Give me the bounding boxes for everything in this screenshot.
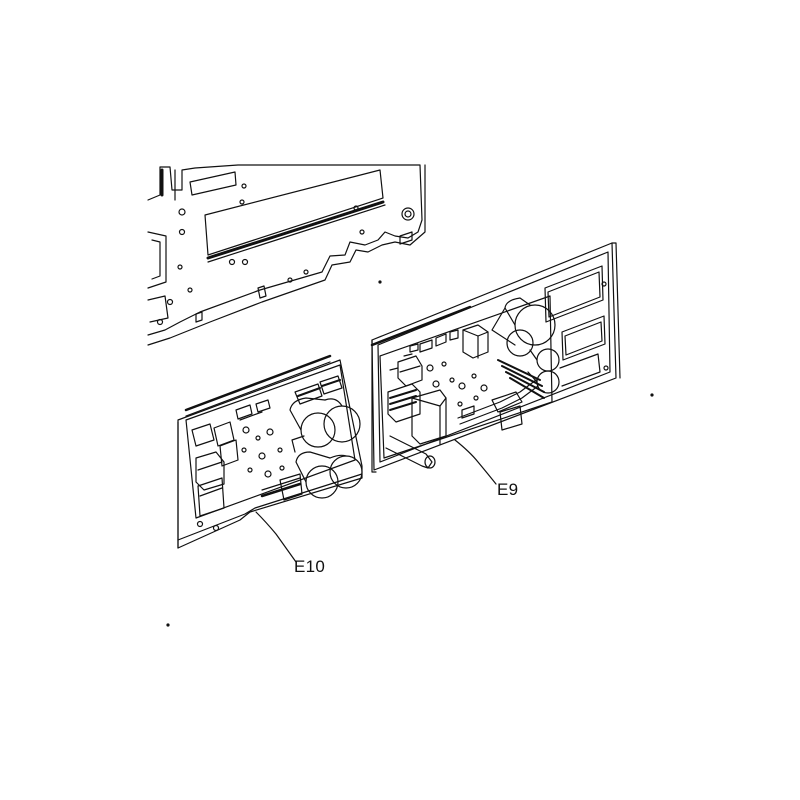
circuit-board-e10 xyxy=(178,356,362,548)
callout-label-e9: E9 xyxy=(497,480,519,499)
leader-line-e9 xyxy=(455,440,496,484)
circuit-board-e9 xyxy=(372,243,620,472)
callout-label-e10: E10 xyxy=(294,557,326,576)
chassis-frame xyxy=(148,165,425,345)
leader-line-e10 xyxy=(256,512,296,562)
